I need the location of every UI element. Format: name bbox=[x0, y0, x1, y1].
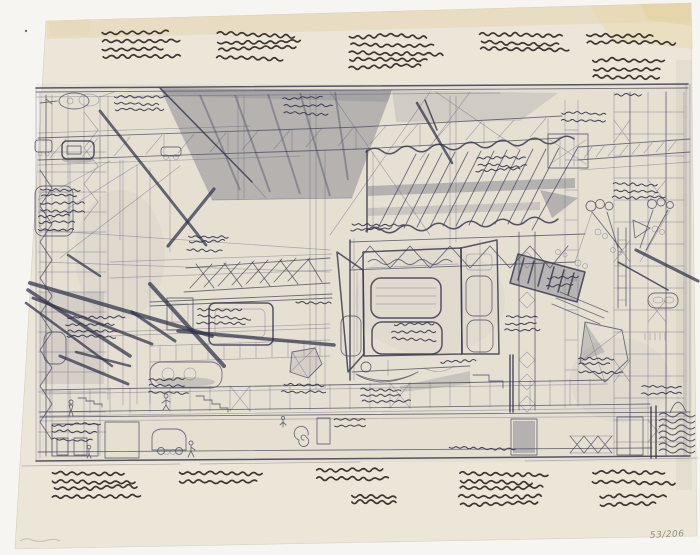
stage-screen bbox=[109, 237, 504, 392]
scribble-text-block bbox=[178, 470, 263, 485]
scribble-text-block bbox=[148, 377, 189, 395]
scribble-text-block bbox=[196, 308, 252, 325]
scribble-text-block bbox=[591, 469, 676, 486]
scribble-text-block bbox=[391, 321, 437, 342]
scribble-text-block bbox=[448, 446, 516, 451]
scribble-text-block bbox=[350, 223, 406, 232]
scribble-text-block bbox=[478, 31, 570, 53]
scribble-text-block bbox=[360, 387, 412, 404]
basement-level bbox=[51, 401, 696, 459]
cart-sketch bbox=[151, 428, 187, 455]
small-car-left bbox=[34, 139, 53, 157]
drawing-frame bbox=[21, 83, 699, 467]
scribble-text-block bbox=[215, 30, 302, 62]
scribble-text-block bbox=[39, 188, 86, 214]
scribble-text-block bbox=[101, 29, 182, 60]
charcoal-accents bbox=[24, 109, 700, 386]
walking-figure bbox=[187, 440, 196, 458]
scribble-text-block bbox=[560, 110, 607, 123]
standing-figure bbox=[68, 399, 74, 417]
scribble-text-block bbox=[37, 213, 76, 232]
scribble-text-block bbox=[591, 56, 666, 81]
scribble-text-block bbox=[475, 155, 528, 173]
colonnade bbox=[39, 231, 651, 417]
scribble-text-block bbox=[578, 356, 624, 375]
scribble-text-block bbox=[504, 315, 541, 332]
scribble-text-block bbox=[186, 235, 229, 253]
statue-figure bbox=[279, 415, 287, 428]
corrugated-roof-band bbox=[349, 135, 691, 271]
margin-marks: 53/206 bbox=[19, 529, 685, 542]
scribble-text-block bbox=[350, 493, 397, 505]
figures bbox=[68, 393, 287, 459]
caption-scribbles-bottom bbox=[51, 467, 676, 507]
scribble-text-block bbox=[51, 470, 142, 500]
scribble-text-block bbox=[611, 182, 666, 200]
page-notation: 53/206 bbox=[650, 529, 685, 541]
aged-top-edge bbox=[46, 3, 692, 39]
scribble-text-block bbox=[333, 417, 367, 428]
sketch-annotations bbox=[37, 92, 683, 451]
spiral-doodle bbox=[293, 425, 310, 447]
scribble-text-block bbox=[281, 382, 327, 394]
scribble-text-block bbox=[51, 422, 102, 442]
scribble-text-block bbox=[457, 470, 549, 507]
scribble-text-block bbox=[545, 275, 579, 288]
scribble-text-block bbox=[282, 95, 334, 117]
caption-scribbles-top bbox=[101, 29, 677, 81]
scribble-text-block bbox=[599, 493, 667, 507]
water-hatch bbox=[658, 412, 696, 454]
small-figure bbox=[86, 444, 92, 459]
car-sketch bbox=[160, 146, 182, 160]
scribble-text-block bbox=[315, 467, 390, 482]
construction-lines bbox=[39, 91, 579, 409]
van-sketch bbox=[61, 140, 95, 163]
mid-left-interior bbox=[77, 257, 333, 413]
scribble-text-block bbox=[348, 32, 444, 71]
elevated-road bbox=[34, 115, 563, 259]
scribble-text-block bbox=[641, 384, 683, 396]
shaded-roof-plane bbox=[159, 87, 558, 201]
walking-figure bbox=[161, 393, 171, 411]
scribble-text-block bbox=[440, 358, 477, 364]
ellipse-doodle bbox=[39, 91, 115, 110]
scribble-text-block bbox=[113, 94, 168, 112]
scribble-text-block bbox=[65, 315, 126, 339]
scribble-text-block bbox=[585, 32, 677, 46]
scribble-text-block bbox=[614, 92, 642, 97]
scribble-text-block bbox=[295, 301, 332, 305]
